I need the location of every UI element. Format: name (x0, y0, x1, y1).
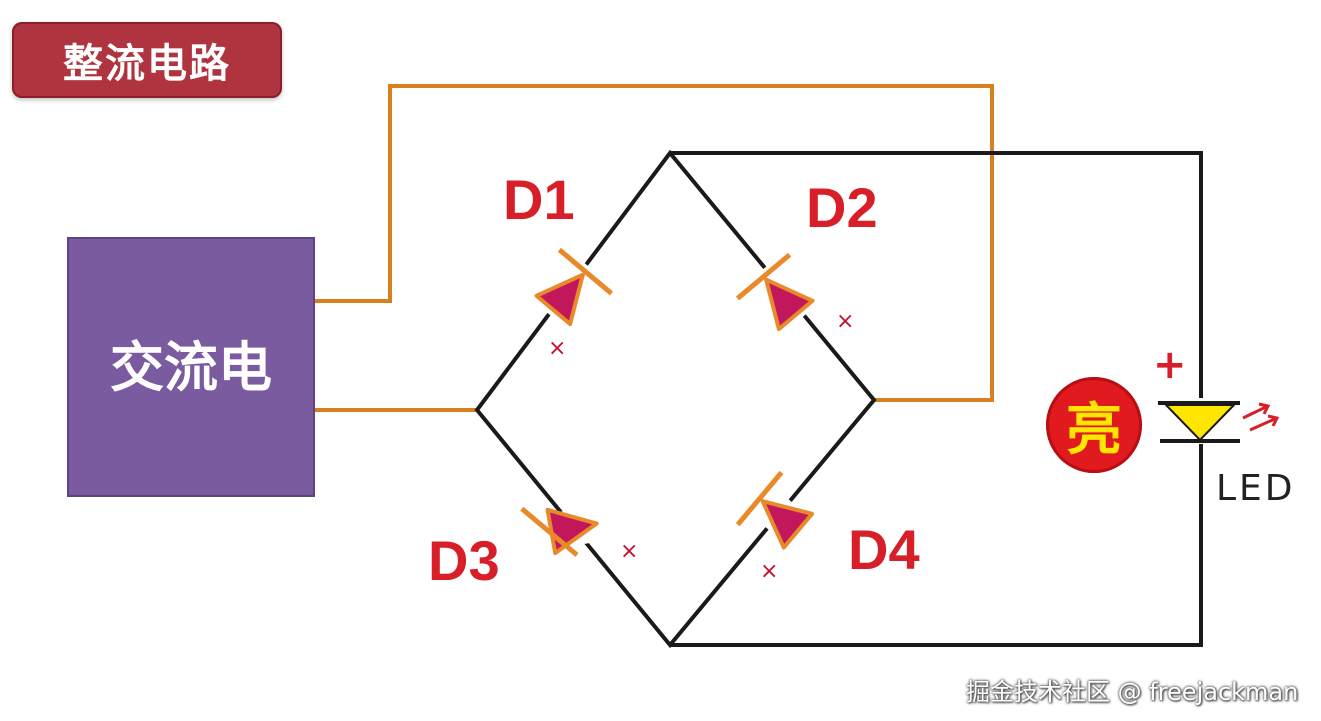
page-title: 整流电路 (63, 41, 231, 87)
diode-d2-symbol (735, 252, 815, 332)
light-rays-icon (1242, 402, 1280, 432)
diode-d1-minus-mark: × (548, 336, 567, 361)
watermark: 掘金技术社区 @ freejackman (966, 678, 1299, 706)
diode-d2-label: D2 (806, 176, 878, 239)
led-symbol (1158, 398, 1240, 444)
output-bottom-wire (670, 442, 1203, 647)
output-top-wire (670, 151, 1203, 400)
ac-source-box: 交流电 (67, 237, 315, 497)
led-plus-mark: + (1153, 342, 1187, 388)
diode-d3-minus-mark: × (620, 539, 639, 564)
diode-d1-label: D1 (503, 168, 575, 231)
led-status-badge: 亮 (1046, 377, 1142, 473)
diode-d3-label: D3 (428, 529, 500, 592)
diode-d1-symbol (534, 247, 614, 327)
title-badge: 整流电路 (12, 22, 282, 98)
diode-d4-minus-mark: × (760, 559, 779, 584)
ac-top-wire (315, 84, 994, 402)
led-label: LED (1216, 468, 1296, 509)
led-status-text: 亮 (1066, 397, 1122, 463)
diode-d4-label: D4 (848, 518, 920, 581)
ac-source-label: 交流电 (110, 335, 272, 399)
diode-d4-symbol (735, 470, 815, 550)
diode-d2-minus-mark: × (836, 309, 855, 334)
bridge-diamond (474, 149, 877, 649)
diode-d3-symbol (520, 504, 610, 557)
